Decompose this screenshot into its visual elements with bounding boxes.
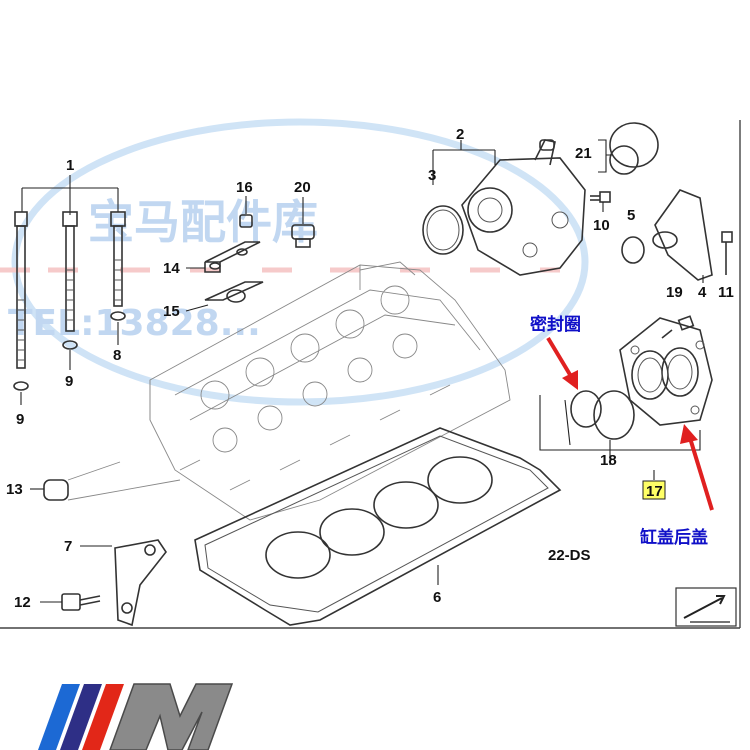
part-18-seal-ring-b <box>593 390 635 440</box>
diagram-code: 22-DS <box>548 547 591 564</box>
label-4: 4 <box>698 284 707 301</box>
label-15: 15 <box>163 303 180 320</box>
part-13-plug <box>30 461 181 501</box>
label-19: 19 <box>666 284 683 301</box>
part-12-bolt <box>40 593 101 611</box>
label-12: 12 <box>14 594 31 611</box>
label-20: 20 <box>294 179 311 196</box>
part-21-seal-set <box>598 122 659 175</box>
label-17-highlight <box>642 480 666 500</box>
part-14-gasket <box>186 241 261 273</box>
annotation-rear-cover: 缸盖后盖 <box>640 527 708 548</box>
bmw-m-logo <box>38 683 234 750</box>
part-19-bolt <box>661 315 695 339</box>
part-16-nut <box>239 196 253 228</box>
part-11-bolt <box>721 231 733 275</box>
part-18-seal-ring-a <box>570 390 602 428</box>
label-18: 18 <box>600 452 617 469</box>
part-1-head-bolts <box>14 175 126 369</box>
part-2-vacuum-pump <box>432 139 586 276</box>
corner-arrow-icon <box>675 587 737 627</box>
label-11: 11 <box>718 284 734 301</box>
red-arrow-seal <box>546 336 578 390</box>
watermark-shop-name: 宝马配件库 <box>88 195 318 249</box>
label-14: 14 <box>163 260 180 277</box>
label-8: 8 <box>113 347 121 364</box>
label-9-left: 9 <box>16 411 24 428</box>
part-15-gasket <box>185 281 264 312</box>
label-1: 1 <box>66 157 74 174</box>
watermark-phone: TEL:13828... <box>8 303 261 344</box>
part-20-plug <box>291 197 315 248</box>
label-10: 10 <box>593 217 610 234</box>
part-3-seal-ring-inner <box>426 209 460 251</box>
watermark-ellipse <box>11 118 589 406</box>
washer-9-mid <box>62 340 78 350</box>
washer-8 <box>110 311 126 321</box>
cylinder-head <box>149 261 511 521</box>
label-3: 3 <box>428 167 436 184</box>
group-17-bracket <box>539 395 701 480</box>
label-21: 21 <box>575 145 592 162</box>
part-7-bracket <box>80 539 167 627</box>
annotation-seal-ring: 密封圈 <box>530 314 581 335</box>
label-17: 17 <box>646 483 663 500</box>
label-9-mid: 9 <box>65 373 73 390</box>
label-13: 13 <box>6 481 23 498</box>
label-7: 7 <box>64 538 72 555</box>
washer-9-left <box>13 381 29 391</box>
part-17-rear-cover <box>619 317 713 426</box>
label-5: 5 <box>627 207 635 224</box>
label-16: 16 <box>236 179 253 196</box>
part-5-oring <box>621 236 645 264</box>
part-3-seal-ring <box>422 205 464 255</box>
part-10-bolt <box>590 191 611 212</box>
red-arrow-cover <box>680 424 714 511</box>
part-4-housing <box>652 189 713 283</box>
label-6: 6 <box>433 589 441 606</box>
part-6-head-gasket <box>194 427 562 626</box>
label-2: 2 <box>456 126 464 143</box>
